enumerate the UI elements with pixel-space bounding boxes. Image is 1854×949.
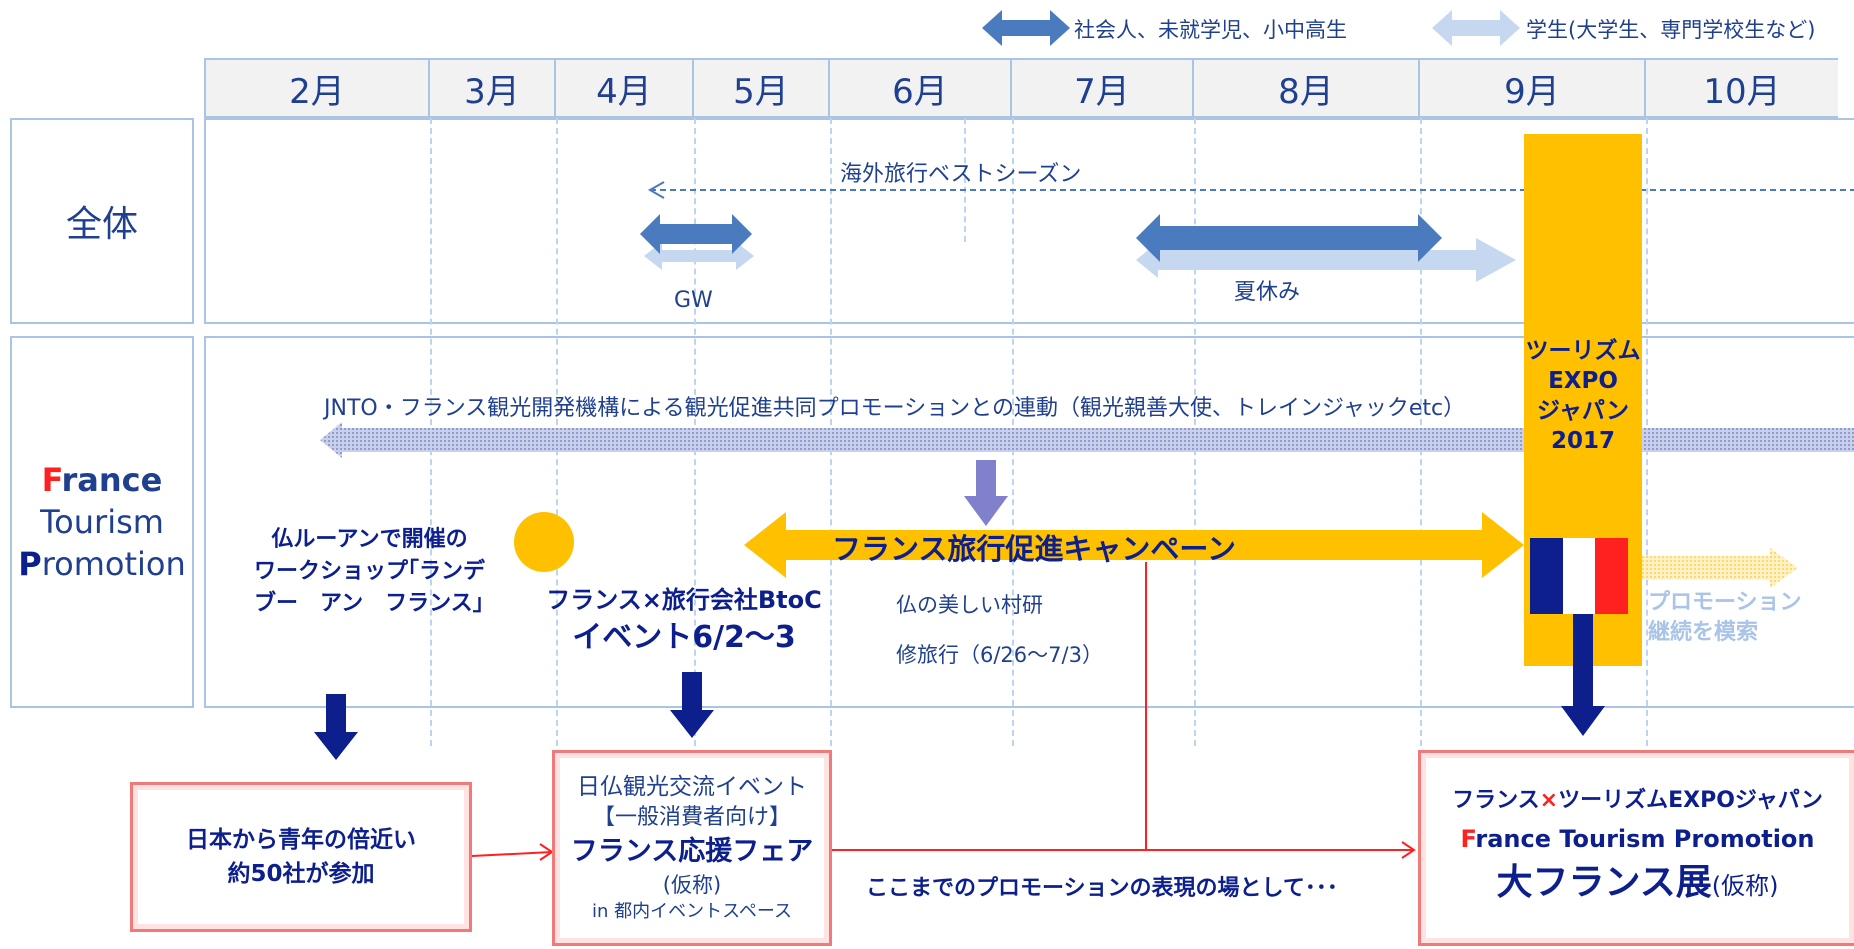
down-arrow-1 (314, 694, 358, 760)
ftp-letter-p: P (18, 545, 42, 583)
workshop-text: 仏ルーアンで開催の ワークショップ｢ランデ ブー アン フランス｣ (254, 524, 485, 620)
row-label-overall-text: 全体 (65, 204, 138, 245)
month-cell: 7月 (1012, 58, 1194, 118)
month-cell: 10月 (1646, 58, 1838, 118)
fair-box: 日仏観光交流イベント 【一般消費者向け】 フランス応援フェア (仮称) in 都… (552, 750, 832, 946)
expo-event-line1-x: × (1539, 788, 1559, 813)
village-text: 仏の美しい村研 修旅行（6/26〜7/3） (896, 580, 1103, 680)
fair-line5: in 都内イベントスペース (592, 901, 792, 922)
fair-line3: フランス応援フェア (570, 836, 814, 867)
legend-light-arrow (1432, 10, 1520, 46)
gw-arrows (640, 214, 754, 270)
campaign-arrow (744, 512, 1524, 578)
village-line: 修旅行（6/26〜7/3） (896, 643, 1103, 667)
expo-event-line3: 大フランス展(仮称) (1496, 859, 1778, 913)
connector-label: ここまでのプロモーションの表現の場として･･･ (866, 876, 1338, 901)
month-cell: 2月 (204, 58, 430, 118)
workshop-line: ワークショップ｢ランデ (254, 559, 486, 584)
france-flag-icon (1530, 538, 1629, 614)
participants-line: 約50社が参加 (227, 861, 375, 887)
summer-label: 夏休み (1234, 280, 1301, 305)
workshop-line: 仏ルーアンで開催の (271, 527, 468, 552)
down-arrow-3 (1561, 614, 1605, 736)
expo-line: ツーリズム (1525, 338, 1641, 364)
campaign-label: フランス旅行促進キャンペーン (832, 532, 1236, 566)
workshop-line: ブー アン フランス｣ (254, 591, 484, 616)
month-cell: 4月 (556, 58, 694, 118)
expo-line: EXPO (1548, 368, 1618, 394)
expo-event-line2-f: F (1460, 825, 1476, 853)
expo-event-line1-b: ツーリズムEXPOジャパン (1558, 788, 1823, 813)
purple-down-arrow (964, 460, 1008, 526)
ftp-tourism: Tourism (40, 503, 164, 541)
continue-label: プロモーション 継続を模索 (1648, 588, 1802, 648)
best-season-arrow (647, 181, 1854, 199)
ftp-rance: rance (61, 461, 163, 499)
legend-light-label: 学生(大学生、専門学校生など) (1526, 18, 1816, 42)
expo-event-line1-a: フランス (1452, 788, 1540, 813)
continue-line: プロモーション (1648, 590, 1802, 615)
month-cell: 5月 (694, 58, 830, 118)
expo-event-title: 大フランス展 (1496, 862, 1712, 903)
participants-line: 日本から青年の倍近い (186, 827, 416, 853)
fair-line1: 日仏観光交流イベント (577, 774, 807, 800)
btoc-text: フランス×旅行会社BtoC イベント6/2〜3 (534, 582, 834, 658)
row-label-ftp: France Tourism Promotion (10, 336, 194, 708)
gw-label: GW (674, 288, 713, 313)
fair-line4: (仮称) (662, 873, 722, 897)
expo-event-box: フランス×ツーリズムEXPOジャパン France Tourism Promot… (1418, 750, 1854, 946)
month-cell: 3月 (430, 58, 556, 118)
expo-line: 2017 (1550, 428, 1615, 454)
down-arrow-2 (670, 672, 714, 738)
btoc-line: フランス×旅行会社BtoC (546, 586, 822, 614)
legend-dark-label: 社会人、未就学児、小中高生 (1074, 18, 1347, 42)
legend-dark-arrow (982, 10, 1070, 46)
gold-circle (514, 512, 574, 572)
jnto-arrow (320, 422, 1854, 458)
fair-line2: 【一般消費者向け】 (592, 805, 791, 830)
expo-line: ジャパン (1537, 398, 1629, 424)
month-cell: 9月 (1420, 58, 1646, 118)
summer-arrows (1136, 214, 1516, 282)
btoc-line: イベント6/2〜3 (572, 620, 796, 655)
participants-box: 日本から青年の倍近い 約50社が参加 (130, 782, 472, 932)
continue-line: 継続を模索 (1648, 620, 1759, 645)
expo-event-sub: (仮称) (1711, 872, 1779, 900)
expo-event-line2-rest: rance Tourism Promotion (1475, 825, 1815, 853)
month-cell: 8月 (1194, 58, 1420, 118)
continue-arrow (1642, 548, 1798, 588)
month-cell: 6月 (830, 58, 1012, 118)
expo-event-line1: フランス×ツーリズムEXPOジャパン (1452, 783, 1823, 819)
expo-label: ツーリズム EXPO ジャパン 2017 (1524, 336, 1642, 456)
ftp-letter-f: F (41, 461, 62, 499)
ftp-romotion: romotion (41, 545, 186, 583)
jnto-label: JNTO・フランス観光開発機構による観光促進共同プロモーションとの連動（観光親善… (324, 396, 1466, 421)
row-label-overall: 全体 (10, 118, 194, 324)
best-season-label: 海外旅行ベストシーズン (840, 162, 1082, 187)
expo-event-line2: France Tourism Promotion (1461, 819, 1815, 859)
village-line: 仏の美しい村研 (896, 593, 1043, 617)
